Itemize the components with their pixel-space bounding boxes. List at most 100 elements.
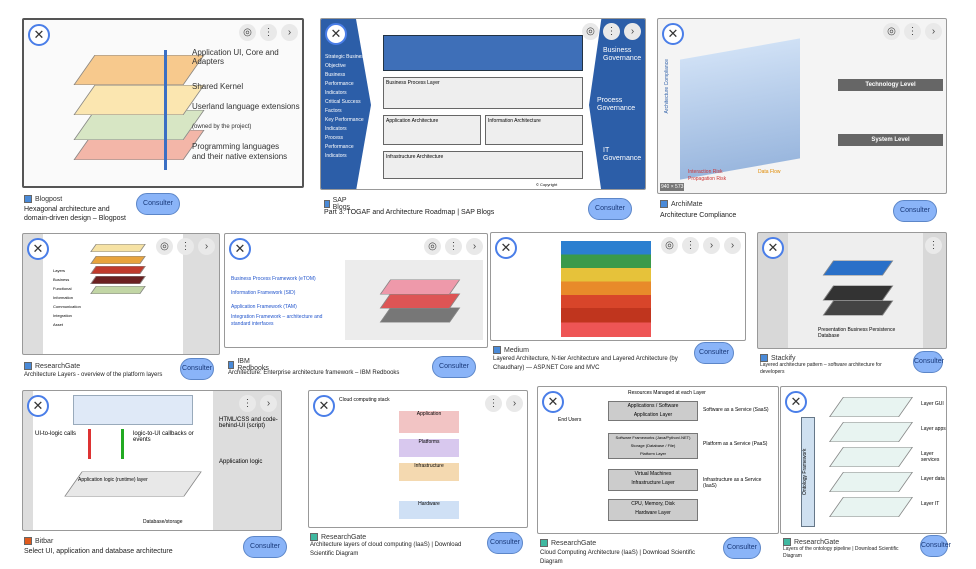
result-thumbnail[interactable]: ✕ ◎⋮› Application UI, Core and Adapters …	[22, 18, 304, 188]
result-title[interactable]: Architecture Layers - overview of the pl…	[24, 372, 163, 378]
source[interactable]: ResearchGate	[24, 362, 80, 370]
more-icon[interactable]: ⋮	[904, 23, 921, 40]
result-title[interactable]: Layered architecture pattern – software …	[760, 362, 882, 375]
result-title[interactable]: Part 3. TOGAF and Architecture Roadmap |…	[324, 209, 495, 216]
layered-stack	[561, 241, 651, 337]
close-icon[interactable]: ✕	[28, 24, 50, 46]
more-icon[interactable]: ⋮	[682, 237, 699, 254]
layer-shape	[73, 85, 205, 115]
diagram	[345, 260, 483, 340]
result-thumbnail[interactable]: ✕ Ontology Framework Layer GUI Layer app…	[780, 386, 947, 534]
close-icon[interactable]: ✕	[495, 237, 517, 259]
next-icon[interactable]: ›	[624, 23, 641, 40]
next-icon[interactable]: ›	[703, 237, 720, 254]
layer-shape	[828, 472, 914, 492]
result-thumbnail[interactable]: ✕ ◎⋮› Business Process Framework (eTOM)I…	[224, 233, 488, 348]
next-icon[interactable]: ›	[281, 24, 298, 41]
close-icon[interactable]: ✕	[27, 238, 49, 260]
layer-label: Layer services	[921, 451, 940, 463]
source[interactable]: Medium	[493, 346, 529, 354]
result-title[interactable]: Architecture Compliance	[660, 212, 737, 219]
lens-icon[interactable]: ◎	[661, 237, 678, 254]
layer-shape	[828, 397, 914, 417]
source[interactable]: ResearchGate	[540, 539, 596, 547]
result-thumbnail[interactable]: ✕ ⋮› Cloud computing stack Application P…	[308, 390, 528, 528]
next-icon[interactable]: ›	[506, 395, 523, 412]
result-title[interactable]: Cloud Computing Architecture (IaaS) | Do…	[540, 550, 695, 565]
result-title[interactable]: Layers of the ontology pipeline | Downlo…	[783, 546, 899, 559]
result-thumbnail[interactable]: ✕ ⋮› UI-to-logic calls logic-to-UI callb…	[22, 390, 282, 531]
more-icon[interactable]: ⋮	[239, 395, 256, 412]
result-thumbnail[interactable]: ✕ ◎⋮› Architecture Compliance Technology…	[657, 18, 947, 194]
source[interactable]: ResearchGate	[310, 533, 366, 541]
consult-button[interactable]: Consulter	[893, 200, 937, 222]
consult-button[interactable]: Consulter	[180, 358, 214, 380]
close-icon[interactable]: ✕	[313, 395, 335, 417]
next-icon[interactable]: ›	[925, 23, 942, 40]
result-title[interactable]: Architecture: Enterprise architecture fr…	[228, 370, 400, 376]
result-title[interactable]: Select UI, application and database arch…	[24, 548, 173, 555]
result-thumbnail[interactable]: ✕ ◎⋮››	[490, 232, 746, 341]
close-icon[interactable]: ✕	[229, 238, 251, 260]
image-text: UI-to-logic calls	[35, 431, 77, 437]
close-icon[interactable]: ✕	[785, 391, 807, 413]
more-icon[interactable]: ⋮	[925, 237, 942, 254]
consult-button[interactable]: Consulter	[243, 536, 287, 558]
close-icon[interactable]: ✕	[542, 391, 564, 413]
close-icon[interactable]: ✕	[325, 23, 347, 45]
source[interactable]: SAP Blogs	[324, 197, 353, 211]
layer-label: Layer IT	[921, 501, 940, 507]
consult-button[interactable]: Consulter	[432, 356, 476, 378]
consult-button[interactable]: Consulter	[723, 537, 761, 559]
lens-icon[interactable]: ◎	[582, 23, 599, 40]
image-text: Application logic (runtime) layer	[78, 477, 148, 483]
result-title[interactable]: Architecture layers of cloud computing (…	[310, 542, 462, 557]
consult-button[interactable]: Consulter	[588, 198, 632, 220]
close-icon[interactable]: ✕	[27, 395, 49, 417]
lens-icon[interactable]: ◎	[883, 23, 900, 40]
source[interactable]: Stackify	[760, 354, 796, 362]
image-text: Business Governance	[603, 47, 642, 62]
layer-shape	[90, 276, 146, 284]
lens-icon[interactable]: ◎	[156, 238, 173, 255]
next-icon[interactable]: ›	[260, 395, 277, 412]
more-icon[interactable]: ⋮	[485, 395, 502, 412]
more-icon[interactable]: ⋮	[177, 238, 194, 255]
result-title[interactable]: Hexagonal architecture and domain-driven…	[24, 206, 126, 222]
source[interactable]: Bitbar	[24, 537, 53, 545]
next-icon[interactable]: ›	[198, 238, 215, 255]
source[interactable]: ArchiMate	[660, 200, 703, 208]
more-icon[interactable]: ⋮	[603, 23, 620, 40]
result-thumbnail[interactable]: ✕ ⋮ Presentation Business Persistence Da…	[757, 232, 947, 349]
source[interactable]: IBM Redbooks	[228, 358, 271, 372]
lens-icon[interactable]: ◎	[424, 238, 441, 255]
image-tools: ⋮›	[239, 395, 277, 412]
next-icon[interactable]: ›	[724, 237, 741, 254]
lens-icon[interactable]: ◎	[239, 24, 256, 41]
layer-shape	[828, 497, 914, 517]
result-title[interactable]: Layered Architecture, N-tier Architectur…	[493, 356, 678, 371]
layer-labels: Presentation Business Persistence Databa…	[818, 327, 896, 339]
source[interactable]: Blogpost	[24, 195, 62, 203]
image-tools: ◎⋮›	[239, 24, 298, 41]
consult-button[interactable]: Consulter	[136, 193, 180, 215]
consult-button[interactable]: Consulter	[920, 535, 951, 557]
next-icon[interactable]: ›	[466, 238, 483, 255]
ui-screenshot	[73, 395, 193, 425]
layer-shape	[90, 244, 146, 252]
image-text: Application UI, Core and Adapters	[192, 48, 279, 66]
consult-button[interactable]: Consulter	[694, 342, 734, 364]
image-tools: ◎⋮›	[424, 238, 483, 255]
consult-button[interactable]: Consulter	[487, 532, 523, 554]
more-icon[interactable]: ⋮	[260, 24, 277, 41]
close-icon[interactable]: ✕	[662, 23, 684, 45]
close-icon[interactable]: ✕	[762, 237, 784, 259]
result-thumbnail[interactable]: ✕ Resources Managed at each Layer End Us…	[537, 386, 779, 534]
source[interactable]: ResearchGate	[783, 538, 839, 546]
consult-button[interactable]: Consulter	[913, 351, 944, 373]
more-icon[interactable]: ⋮	[445, 238, 462, 255]
